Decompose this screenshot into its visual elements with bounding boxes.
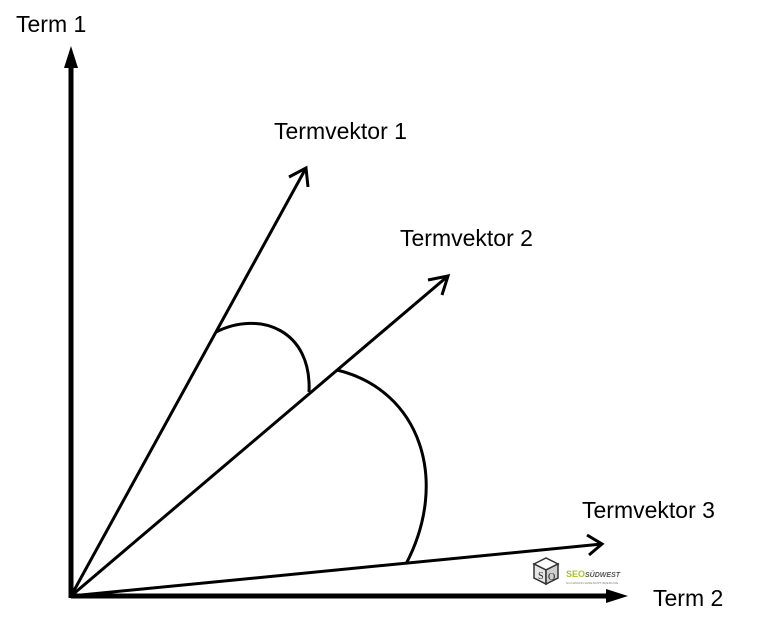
termvektor-2-label: Termvektor 2 (400, 225, 533, 251)
logo-mark-icon: S O (532, 557, 560, 586)
termvektor-3-line (70, 542, 603, 598)
termvektor-1-label: Termvektor 1 (274, 118, 407, 144)
angle-arc-2-3 (336, 368, 428, 565)
termvektor-3-arrowhead (586, 533, 605, 557)
angle-arc-1-2 (215, 321, 311, 393)
termvektor-1-arrowhead (288, 165, 310, 188)
logo-suedwest-text: SÜDWEST (585, 572, 621, 579)
termvektor-1-line (69, 167, 308, 597)
termvektor-3-label: Termvektor 3 (582, 497, 715, 523)
logo-tagline: SUCHMASCHINENOPTIMIERUNG (566, 581, 619, 585)
termvektor-2-arrowhead (427, 274, 451, 296)
logo-wordmark: SEOSÜDWEST (566, 569, 621, 580)
termvektor-2-line (70, 274, 449, 598)
seo-suedwest-logo: S O SEOSÜDWEST SUCHMASCHINENOPTIMIERUNG (530, 556, 624, 590)
x-axis-arrowhead (606, 589, 628, 603)
svg-text:S: S (538, 571, 544, 582)
x-axis-label: Term 2 (653, 585, 724, 611)
svg-text:O: O (548, 572, 555, 583)
y-axis-label: Term 1 (16, 11, 87, 37)
logo-seo-text: SEO (566, 569, 586, 579)
y-axis-arrowhead (64, 46, 78, 68)
